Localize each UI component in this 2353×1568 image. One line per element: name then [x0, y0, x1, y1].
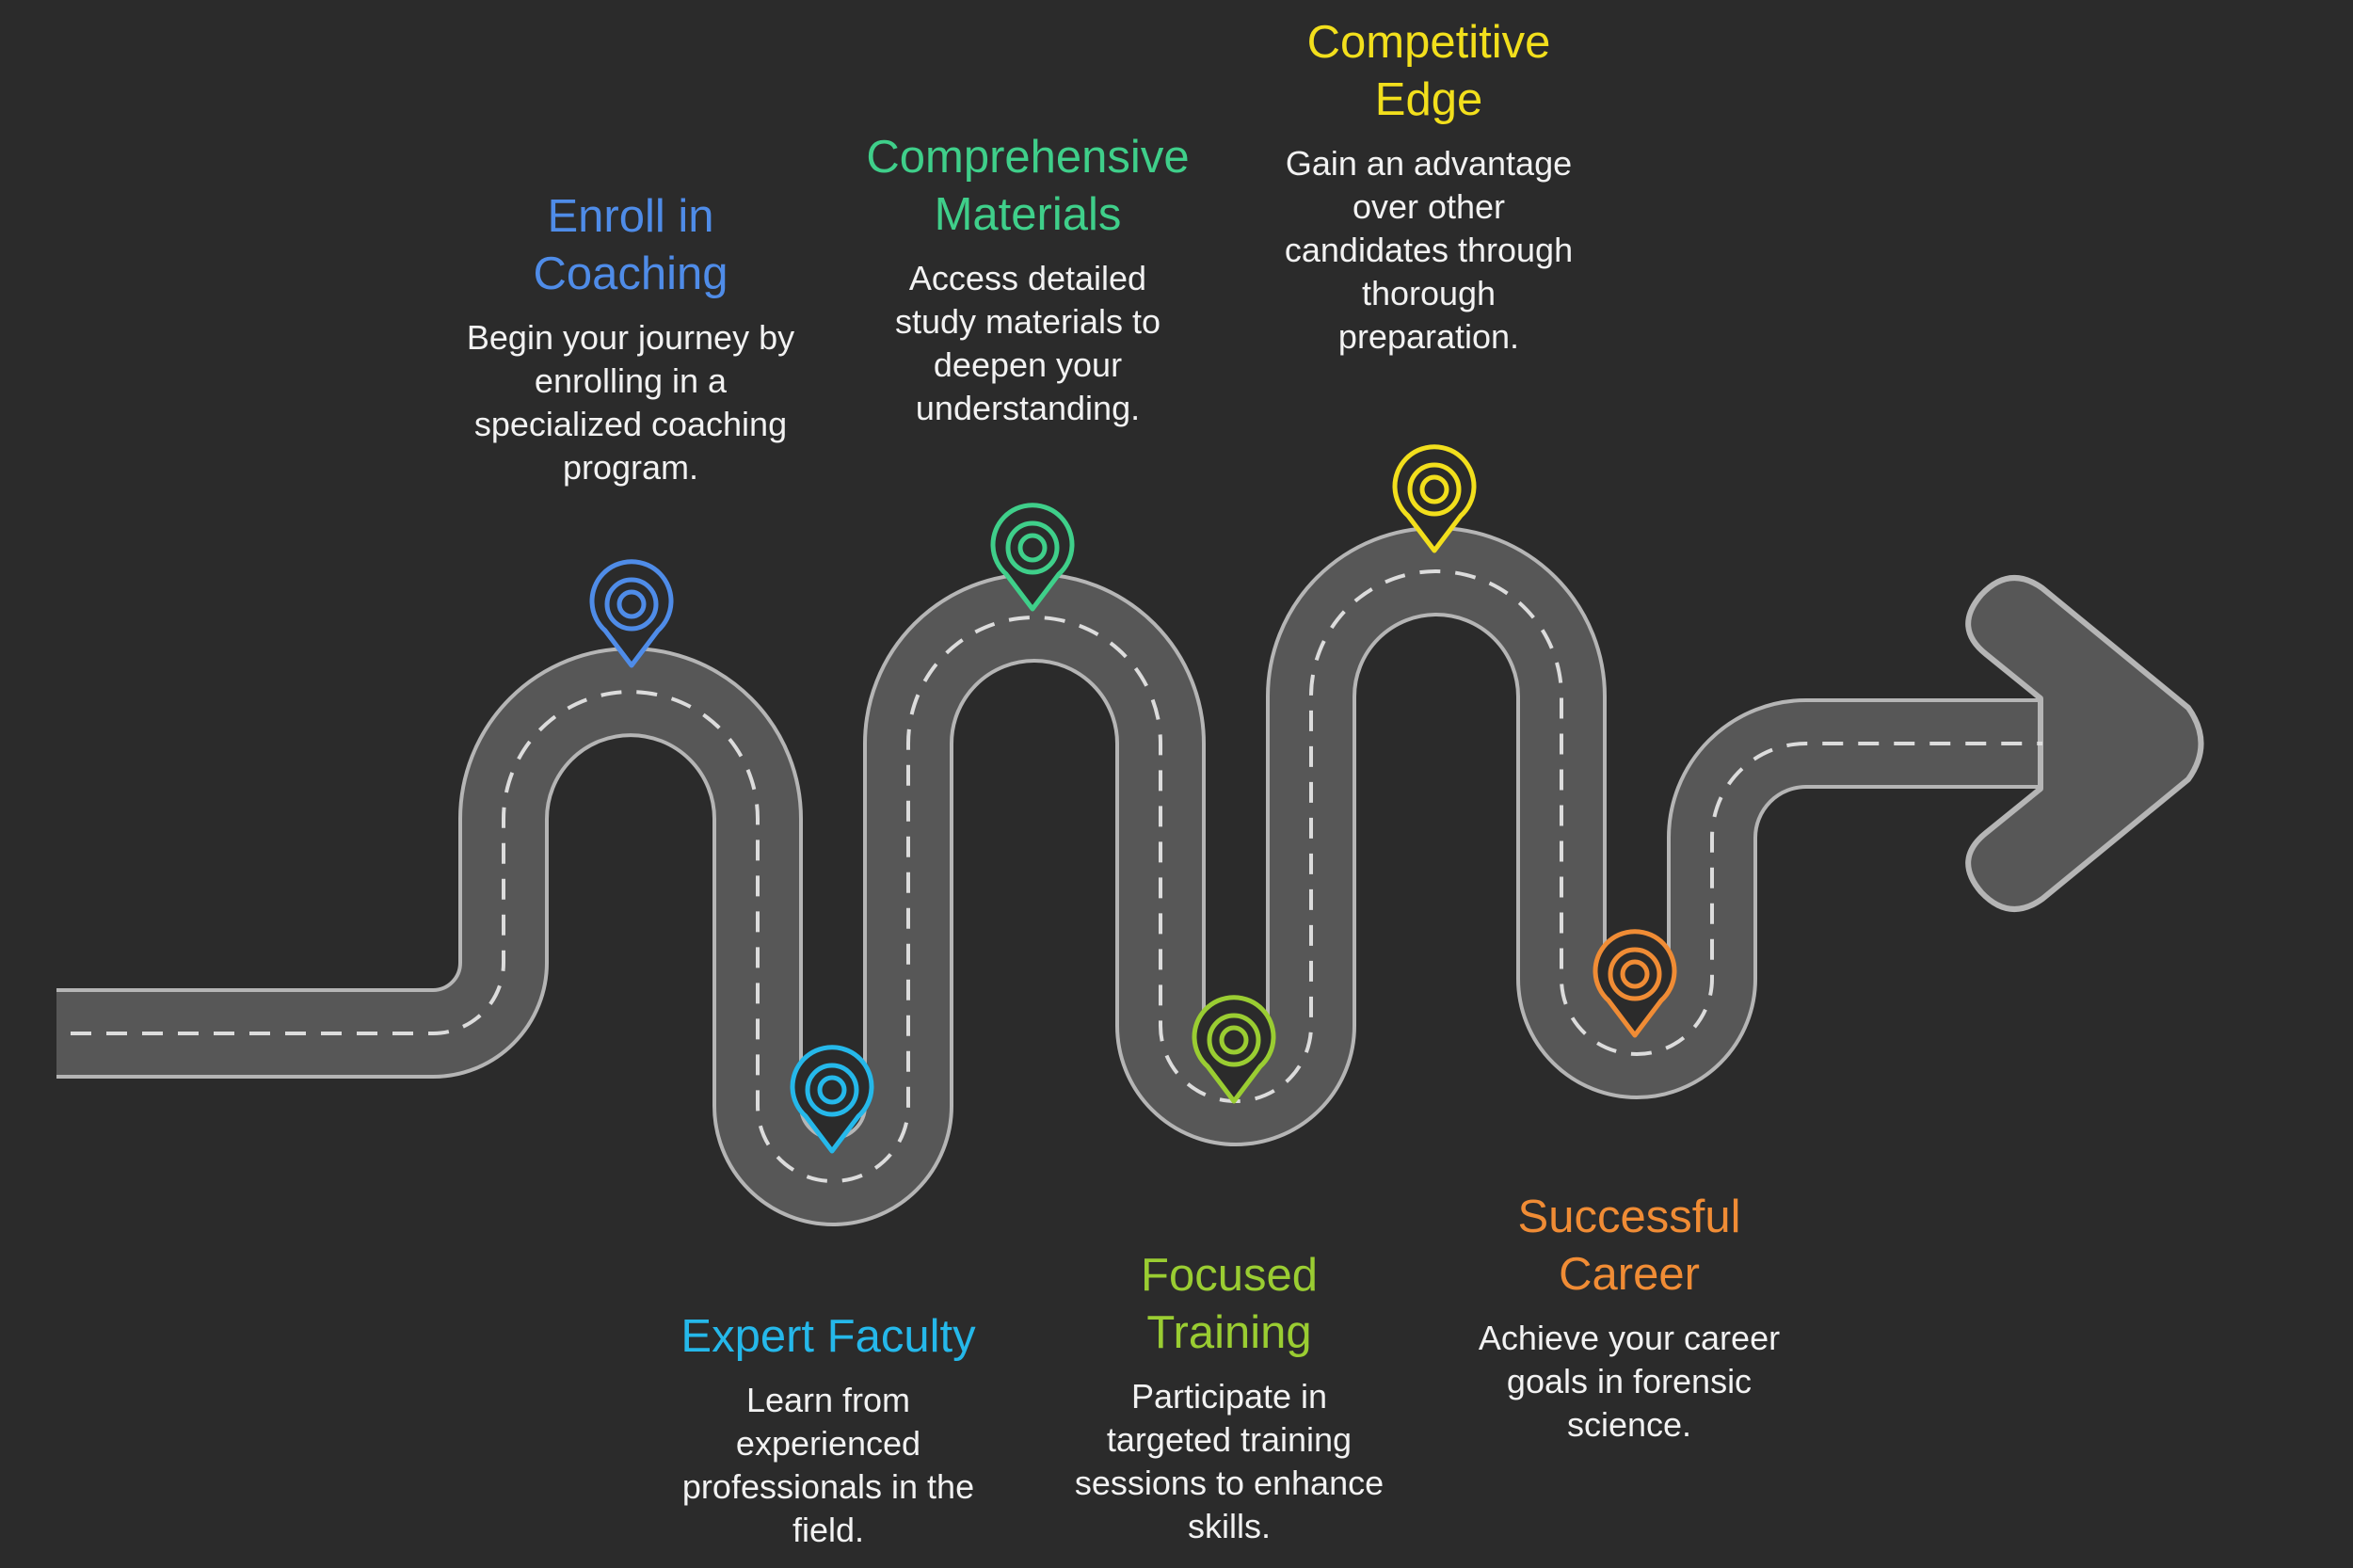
- step-successful-career: Successful Career Achieve your career go…: [1422, 1189, 1836, 1447]
- step-description: Begin your journey by enrolling in a spe…: [466, 318, 795, 487]
- step-description: Achieve your career goals in forensic sc…: [1478, 1319, 1781, 1444]
- step-title: Successful Career: [1517, 1192, 1741, 1300]
- map-pin-icon: [990, 503, 1075, 612]
- step-description: Access detailed study materials to deepe…: [894, 259, 1161, 427]
- step-title: Expert Faculty: [680, 1311, 976, 1362]
- step-enroll-in-coaching: Enroll in Coaching Begin your journey by…: [424, 188, 838, 489]
- map-pins: [589, 444, 1677, 1154]
- map-pin-icon: [1392, 444, 1477, 553]
- winding-road: [56, 526, 2204, 1226]
- road-center-line: [71, 569, 2042, 1183]
- step-description: Participate in targeted training session…: [1074, 1377, 1385, 1545]
- map-pin-icon: [790, 1045, 874, 1154]
- step-title: Enroll in Coaching: [533, 191, 728, 299]
- map-pin-icon: [1593, 929, 1677, 1038]
- step-competitive-edge: Competitive Edge Gain an advantage over …: [1222, 14, 1636, 359]
- step-description: Gain an advantage over other candidates …: [1284, 144, 1574, 356]
- map-pin-icon: [1192, 995, 1276, 1104]
- step-focused-training: Focused Training Participate in targeted…: [1022, 1247, 1436, 1548]
- step-expert-faculty: Expert Faculty Learn from experienced pr…: [621, 1308, 1035, 1552]
- map-pin-icon: [589, 559, 674, 668]
- step-title: Focused Training: [1141, 1250, 1318, 1358]
- road-arrow-head: [1965, 575, 2204, 912]
- step-title: Competitive Edge: [1306, 17, 1551, 125]
- step-description: Learn from experienced professionals in …: [681, 1381, 975, 1549]
- step-title: Comprehensive Materials: [866, 132, 1190, 240]
- step-comprehensive-materials: Comprehensive Materials Access detailed …: [821, 129, 1235, 430]
